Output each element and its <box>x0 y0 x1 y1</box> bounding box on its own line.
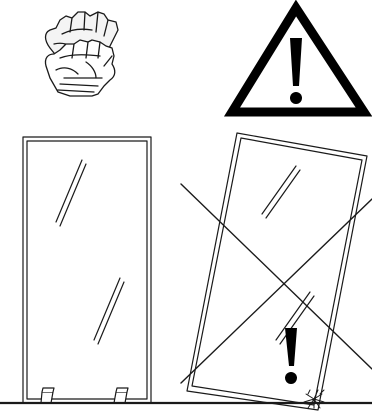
work-gloves-icon <box>45 12 118 96</box>
prohibited-cross <box>181 184 372 383</box>
glass-crack-icon <box>304 390 324 408</box>
exclamation-mark-icon <box>285 328 297 384</box>
upright-glass-panel <box>23 137 151 403</box>
glass-reflection-lines <box>56 160 124 344</box>
tilted-reflection-lines <box>262 166 314 344</box>
support-blocks <box>41 388 128 403</box>
warning-triangle-icon <box>232 8 364 112</box>
tilted-glass-panel <box>187 133 367 410</box>
